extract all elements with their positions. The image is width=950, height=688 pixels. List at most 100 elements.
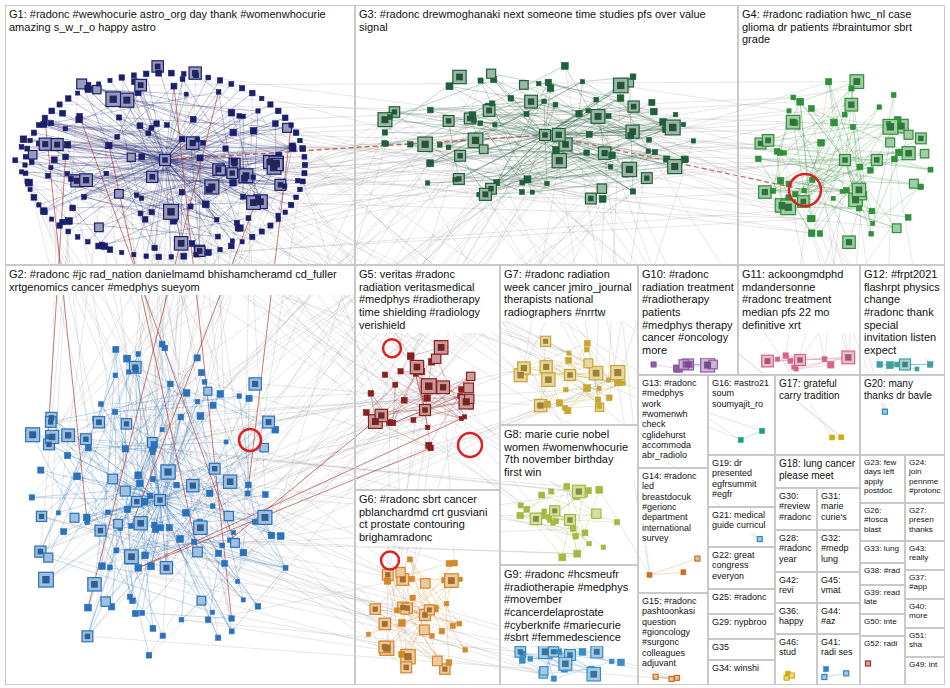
network-edge bbox=[78, 93, 165, 160]
network-vertex bbox=[457, 621, 462, 626]
network-edge bbox=[131, 526, 671, 679]
network-vertex bbox=[892, 156, 898, 162]
network-edge bbox=[128, 442, 153, 509]
network-vertex bbox=[113, 346, 119, 352]
network-vertex bbox=[408, 142, 413, 147]
network-vertex bbox=[591, 110, 605, 124]
network-edge bbox=[48, 437, 117, 551]
network-vertex bbox=[70, 205, 76, 211]
network-vertex bbox=[63, 126, 67, 130]
network-vertex bbox=[174, 482, 180, 488]
network-edge bbox=[154, 445, 248, 494]
vertex-picture bbox=[542, 132, 548, 138]
network-vertex bbox=[46, 173, 51, 178]
network-edge bbox=[33, 155, 102, 245]
network-edge bbox=[136, 370, 139, 476]
network-vertex bbox=[553, 102, 558, 107]
network-vertex bbox=[902, 147, 915, 160]
network-vertex bbox=[241, 194, 246, 199]
network-edge bbox=[253, 111, 258, 203]
network-edge bbox=[122, 78, 165, 160]
network-vertex bbox=[179, 617, 184, 622]
network-vertex bbox=[649, 99, 655, 105]
network-vertex bbox=[300, 146, 306, 152]
network-vertex bbox=[85, 85, 91, 91]
network-vertex bbox=[37, 203, 41, 207]
network-vertex bbox=[552, 128, 565, 141]
network-edge bbox=[165, 111, 278, 160]
vertex-picture bbox=[162, 157, 168, 163]
network-edge bbox=[368, 608, 402, 635]
network-vertex bbox=[183, 509, 190, 516]
network-vertex bbox=[490, 101, 495, 106]
network-vertex bbox=[108, 474, 118, 484]
network-vertex bbox=[653, 674, 658, 679]
network-vertex bbox=[149, 125, 154, 130]
network-vertex bbox=[437, 381, 450, 394]
network-vertex bbox=[553, 146, 560, 153]
network-vertex bbox=[608, 165, 613, 170]
network-vertex bbox=[395, 608, 400, 613]
network-vertex bbox=[520, 190, 525, 195]
network-edge bbox=[165, 92, 219, 160]
network-edge bbox=[180, 485, 248, 539]
network-vertex bbox=[539, 492, 545, 498]
network-edge bbox=[473, 115, 545, 135]
network-edge bbox=[87, 500, 160, 517]
network-edge bbox=[39, 125, 165, 160]
network-vertex bbox=[808, 230, 815, 237]
network-edge bbox=[430, 122, 663, 163]
network-edge bbox=[304, 173, 811, 233]
network-vertex bbox=[542, 373, 555, 386]
network-edge bbox=[812, 160, 877, 233]
vertex-picture bbox=[54, 142, 60, 148]
network-vertex bbox=[842, 351, 855, 364]
network-edge bbox=[99, 84, 165, 160]
network-vertex bbox=[13, 158, 18, 163]
network-edge bbox=[390, 117, 630, 169]
vertex-picture bbox=[602, 150, 608, 156]
network-vertex bbox=[446, 660, 452, 666]
strong-edge bbox=[80, 116, 235, 543]
network-vertex bbox=[791, 95, 796, 100]
network-vertex bbox=[891, 93, 896, 98]
network-vertex bbox=[160, 562, 172, 574]
network-vertex bbox=[216, 90, 221, 95]
network-edge bbox=[824, 673, 846, 677]
network-vertex bbox=[438, 143, 443, 148]
network-edge bbox=[116, 349, 160, 500]
network-edge bbox=[88, 524, 118, 608]
network-vertex bbox=[459, 395, 473, 409]
network-vertex bbox=[455, 150, 466, 161]
network-edge bbox=[548, 82, 654, 111]
network-edge bbox=[522, 135, 545, 192]
vertex-picture bbox=[250, 199, 257, 206]
network-vertex bbox=[25, 179, 30, 184]
network-vertex bbox=[154, 121, 159, 126]
network-vertex bbox=[517, 512, 523, 518]
network-edge bbox=[165, 348, 244, 553]
vertex-picture bbox=[190, 140, 196, 146]
network-vertex bbox=[544, 401, 551, 408]
network-edge bbox=[449, 86, 545, 135]
network-vertex bbox=[595, 403, 603, 411]
network-edge bbox=[96, 419, 232, 631]
network-vertex bbox=[39, 138, 51, 150]
network-edge bbox=[375, 422, 430, 449]
network-edge bbox=[115, 412, 155, 529]
network-vertex bbox=[147, 438, 157, 448]
network-vertex bbox=[146, 131, 151, 136]
network-vertex bbox=[197, 413, 204, 420]
network-edge bbox=[390, 374, 416, 423]
network-edge bbox=[130, 533, 233, 559]
network-vertex bbox=[215, 550, 221, 556]
network-vertex bbox=[216, 635, 221, 640]
network-vertex bbox=[478, 78, 483, 83]
network-vertex bbox=[856, 206, 861, 211]
network-vertex bbox=[136, 352, 141, 357]
network-vertex bbox=[565, 370, 576, 381]
network-vertex bbox=[39, 572, 54, 587]
network-edge bbox=[473, 114, 527, 115]
network-edge bbox=[146, 74, 165, 160]
network-edge bbox=[820, 123, 888, 233]
